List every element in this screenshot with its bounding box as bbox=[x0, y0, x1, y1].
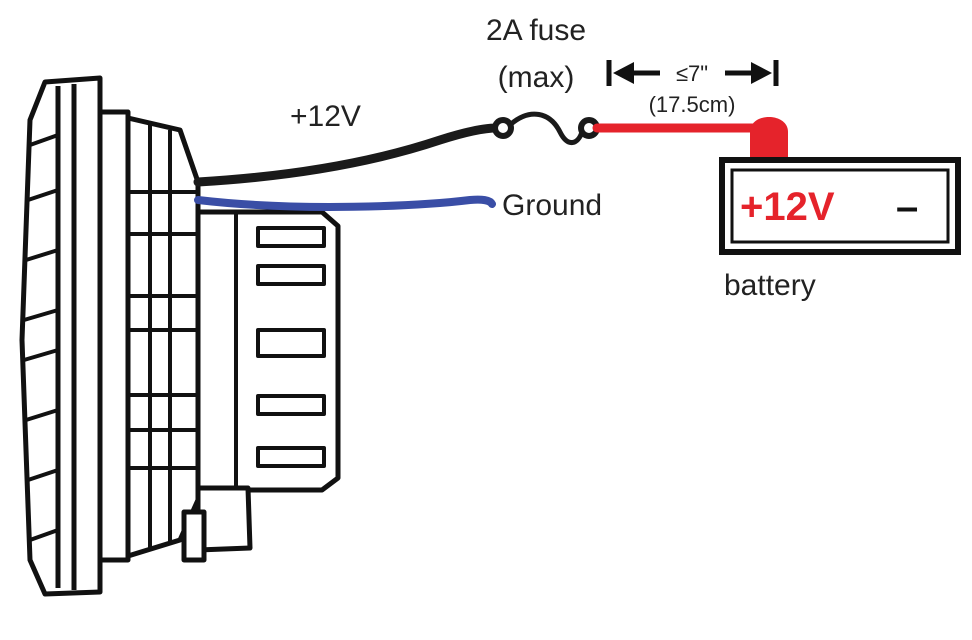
fixture-flange bbox=[97, 109, 131, 563]
fuse-rating-label: 2A fuse bbox=[486, 14, 586, 47]
battery-case-inner bbox=[730, 168, 950, 244]
fuse-max-label: (max) bbox=[498, 61, 575, 94]
fixture-housing-fins bbox=[128, 190, 198, 470]
battery-negative-label: – bbox=[896, 185, 918, 229]
fixture-housing bbox=[125, 115, 201, 559]
distance-marker bbox=[606, 60, 779, 86]
fuse bbox=[492, 111, 600, 145]
ground-wire-label: Ground bbox=[502, 189, 602, 222]
fuse-element bbox=[508, 111, 585, 145]
distance-imperial-label: ≤7" bbox=[676, 61, 708, 86]
battery-positive-label: +12V bbox=[740, 185, 835, 229]
distance-metric-label: (17.5cm) bbox=[649, 92, 736, 117]
fixture-heatsink-slots bbox=[256, 226, 326, 468]
light-fixture bbox=[19, 75, 341, 597]
fuse-terminal-left bbox=[492, 117, 514, 139]
distance-arrow-right-head bbox=[751, 62, 772, 84]
fixture-lens-ridges bbox=[23, 133, 59, 542]
battery-case bbox=[719, 157, 961, 255]
positive-wire bbox=[193, 123, 502, 187]
ground-wire bbox=[194, 195, 496, 211]
distance-arrow-left-head bbox=[613, 62, 634, 84]
positive-wire-label: +12V bbox=[290, 100, 361, 133]
fixture-bezel bbox=[19, 75, 103, 597]
fixture-connector-tab bbox=[181, 509, 207, 563]
battery bbox=[719, 117, 961, 255]
fixture-housing-step bbox=[148, 125, 172, 550]
battery-label: battery bbox=[724, 269, 816, 302]
battery-positive-post bbox=[750, 117, 788, 158]
